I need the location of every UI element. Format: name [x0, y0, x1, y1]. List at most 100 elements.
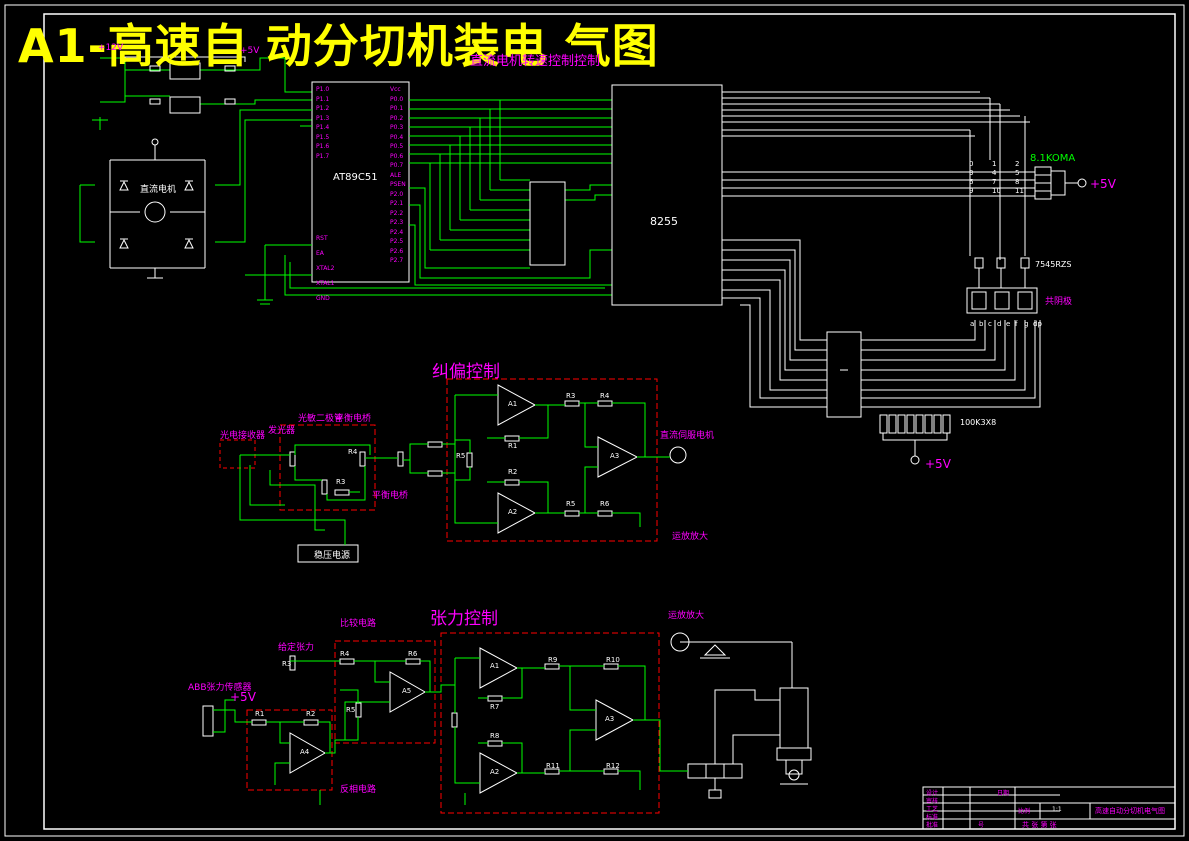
tension-sensor-label: ABB张力传感器: [188, 683, 252, 693]
tb-col: 号: [978, 822, 985, 829]
mcu-chip: [311, 81, 410, 283]
segment-pin-label: f: [1015, 320, 1018, 328]
mcu-pin-right: ALE: [390, 171, 402, 179]
servo-label: 直流伺服电机: [660, 431, 715, 441]
opamp-label: A3: [610, 452, 620, 460]
digit-number-label: 9: [969, 187, 974, 195]
plus5v-tension-label: +5V: [230, 690, 256, 704]
driver-chip: [826, 331, 862, 418]
mcu-pin-left: GND: [316, 295, 330, 302]
mcu-pin-left: P1.3: [316, 114, 330, 122]
resistor-label: R11: [546, 762, 560, 770]
opamp-label: A5: [402, 687, 412, 695]
h-bridge-drive: [79, 109, 312, 243]
res-pack: [879, 414, 951, 465]
resistor-label: R6: [408, 650, 418, 658]
mcu-pin-right: P2.7: [390, 257, 404, 264]
segment-pin-label: e: [1006, 320, 1011, 328]
res-array: [974, 166, 1087, 288]
tb-date-label: 日期: [997, 790, 1010, 797]
mcu-pin-left: P1.2: [316, 105, 330, 112]
opamp-label: A1: [508, 400, 518, 408]
mcu-pin-left: P1.7: [316, 152, 330, 160]
tb-row-approve: 批准: [926, 822, 939, 829]
resistor-label: R1: [255, 710, 265, 718]
opamp-label: A4: [300, 748, 310, 756]
mcu-pin-right: P0.2: [390, 114, 404, 122]
tb-row-design: 设计: [926, 790, 939, 797]
resistor-label: R5: [346, 706, 356, 714]
plus5v-top-label: +5V: [240, 46, 260, 56]
mcu-pin-right: P2.0: [390, 190, 404, 198]
digit-number-label: 5: [1015, 169, 1020, 177]
opamp-label: A2: [490, 768, 500, 776]
latch-74ls373: [529, 181, 566, 266]
mcu-pin-left: P1.1: [316, 95, 330, 103]
h-bridge: [109, 138, 206, 279]
res-array-label: 8.1KOMA: [1030, 153, 1076, 164]
set-tension-label: 给定张力: [278, 643, 315, 653]
digit-number-label: 10: [992, 187, 1001, 195]
mcu-pin-right: P2.2: [390, 209, 404, 217]
amp-deviation-label: 运放放大: [672, 532, 709, 542]
digit-number-label: 1: [992, 160, 997, 168]
resistor-label: R2: [508, 468, 518, 476]
mcu-pin-right: P0.1: [390, 105, 404, 112]
regulator-label: 稳压电源: [314, 551, 351, 561]
resistor-label: R1: [508, 442, 518, 450]
tb-row-standard: 标准: [926, 814, 939, 821]
photo-diode-label: 光敏二极管: [298, 414, 344, 424]
bridge-top-label: 平衡电桥: [335, 414, 372, 424]
mcu-pin-left: XTAL1: [316, 280, 335, 287]
mcu-pin-left: P1.5: [316, 133, 330, 141]
mcu-pin-right: P0.4: [390, 133, 404, 141]
opamp-label: A3: [605, 715, 615, 723]
resistor-label: R3: [566, 392, 576, 400]
segment-pin-label: a: [970, 320, 975, 328]
tension-section-title: 张力控制: [430, 609, 498, 629]
mcu-pin-right: P2.3: [390, 219, 404, 226]
tension-box: [440, 632, 660, 814]
emitter-label: 发光器: [268, 426, 296, 436]
seven-seg-display: [966, 287, 1038, 314]
common-cathode-label: 共阴极: [1045, 297, 1073, 307]
segment-pin-label: g: [1024, 320, 1029, 328]
mcu-pin-left: P1.6: [316, 143, 330, 150]
tb-sheets: 共 张 第 张: [1022, 821, 1057, 829]
plus12v-label: +12V: [98, 43, 124, 53]
digit-number-label: 3: [969, 169, 974, 177]
mcu-pin-right: P2.6: [390, 247, 404, 255]
opto-wiring: [92, 57, 312, 130]
mcu-pin-right: PSEN: [390, 181, 406, 188]
digit-number-label: 11: [1015, 187, 1024, 195]
deviation-wiring: [239, 394, 670, 545]
motor-label: 直流电机: [140, 185, 177, 195]
resistor-label: R4: [600, 392, 610, 400]
sensor-box: [219, 439, 256, 469]
tb-ratio: 1:1: [1052, 806, 1062, 813]
tb-ratio-label: 比例: [1018, 808, 1031, 815]
inverting-label: 反相电路: [340, 785, 377, 795]
digit-number-label: 8: [1015, 178, 1020, 186]
resistor-label: R4: [340, 650, 350, 658]
driver-ic-label: 7545RZS: [1035, 260, 1072, 269]
resistor-label: R6: [600, 500, 610, 508]
mcu-pin-right: P2.4: [390, 228, 404, 236]
opamp-label: A2: [508, 508, 518, 516]
mcu-pin-left: P1.4: [316, 124, 330, 131]
light-source-label: 光电接收器: [220, 431, 266, 441]
plus5v-bottom-label: +5V: [925, 457, 951, 471]
ppi-port-lines: [722, 91, 1035, 256]
inverting-box: [246, 709, 333, 791]
mcu-left-wires: [245, 109, 312, 305]
mcu-pin-right: P2.5: [390, 238, 404, 245]
deviation-section-title: 纠偏控制: [432, 362, 500, 382]
tension-components: [202, 632, 812, 799]
inner-border: [43, 13, 1176, 830]
resistor-label: R9: [548, 656, 558, 664]
resistor-label: R3: [282, 660, 292, 668]
ppi-8255: [611, 84, 723, 306]
resistor-label: R4: [348, 448, 358, 456]
mcu-pin-right: P0.6: [390, 152, 404, 160]
